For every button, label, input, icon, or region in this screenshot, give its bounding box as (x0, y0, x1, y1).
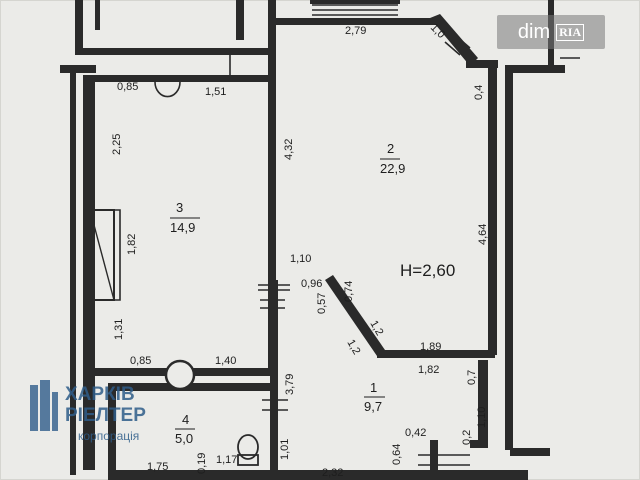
dim-label: 0,57 (316, 293, 328, 314)
dim-label: 2,32 (322, 467, 343, 479)
dim-label: 1,51 (205, 86, 226, 98)
dim-label: 2,79 (345, 25, 366, 37)
dim-label: 1,10 (476, 407, 488, 428)
room-2-area: 22,9 (380, 161, 405, 176)
detail-lines (60, 4, 580, 466)
room-labels: 2 22,9 3 14,9 1 9,7 4 5,0 H=2,60 (170, 141, 455, 446)
ceiling-height-label: H=2,60 (400, 261, 455, 280)
badge-text: dim (517, 20, 551, 43)
dim-label: 0,7 (466, 370, 478, 385)
dim-label: 0,96 (301, 278, 322, 290)
dim-label: 3,79 (284, 374, 296, 395)
room-3-area: 14,9 (170, 220, 195, 235)
watermark-line-1: ХАРКІВ (65, 384, 135, 405)
dim-label: 1,17 (216, 454, 237, 466)
dim-label: 0,2 (461, 430, 473, 445)
dim-label: 1,31 (113, 319, 125, 340)
room-4-area: 5,0 (175, 431, 193, 446)
room-1-area: 9,7 (364, 399, 382, 414)
dim-label: 0,85 (130, 355, 151, 367)
room-4-number: 4 (182, 412, 189, 427)
dim-label: 4,64 (477, 224, 489, 245)
dim-label: 0,42 (405, 427, 426, 439)
badge-tag: RIA (556, 23, 585, 41)
watermark-line-2: РІЕЛТЕР (65, 405, 146, 426)
room-2-number: 2 (387, 141, 394, 156)
dim-label: 0,19 (196, 453, 208, 474)
dim-label: 1,82 (418, 364, 439, 376)
dim-label: 1,89 (420, 341, 441, 353)
dim-label: 0,64 (391, 444, 403, 465)
watermark-line-3: корпорація (78, 429, 139, 443)
dim-label: 4,32 (283, 139, 295, 160)
dim-label: 0,4 (473, 85, 485, 100)
room-1-number: 1 (370, 380, 377, 395)
dim-label: 2,25 (111, 134, 123, 155)
dim-label: 1,10 (290, 253, 311, 265)
dim-label: 1,75 (147, 461, 168, 473)
dim-label: 0,85 (117, 81, 138, 93)
dimension-labels: 2,79 4,32 4,64 0,4 1,0 0,85 1,51 2,25 1,… (111, 22, 489, 479)
dim-ria-badge: dim RIA (497, 15, 605, 49)
dim-label: 0,74 (343, 281, 355, 302)
dim-label: 1,82 (126, 234, 138, 255)
room-3-number: 3 (176, 200, 183, 215)
dim-label: 1,01 (279, 439, 291, 460)
kharkiv-rieltor-watermark: ХАРКІВ РІЕЛТЕР корпорація (30, 380, 146, 443)
dim-label: 1,40 (215, 355, 236, 367)
